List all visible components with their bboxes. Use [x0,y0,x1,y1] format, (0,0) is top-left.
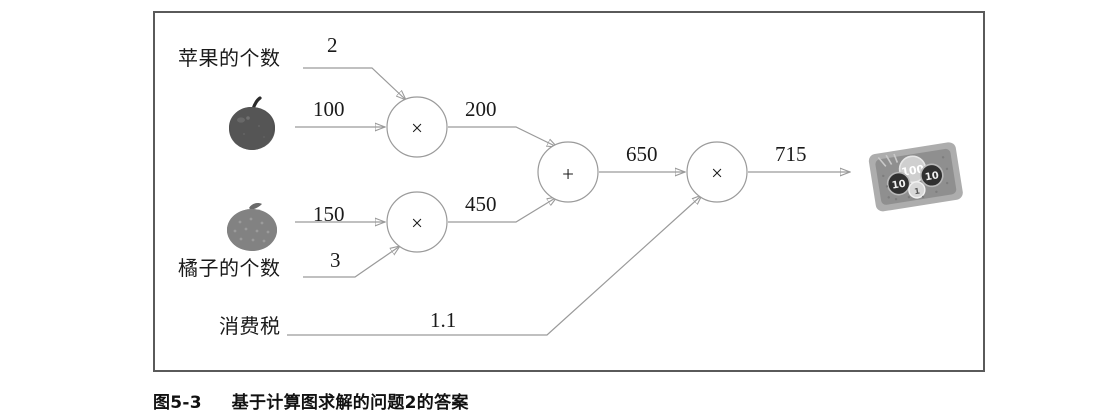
edge-label-apple-subtotal: 200 [465,97,497,121]
edge-label-sum: 650 [626,142,658,166]
edge-label-orange-count: 3 [330,248,341,272]
orange-icon [227,203,277,251]
edge-label-tax-rate: 1.1 [430,308,457,332]
edge-label-result: 715 [775,142,807,166]
coin-tray-icon: 100 10 10 1 [868,142,963,212]
figure-caption-number: 图5-3 [153,393,202,413]
input-label-tax-rate: 消费税 [219,314,281,338]
figure-caption-spacer [208,393,225,413]
svg-text:10: 10 [924,170,940,183]
svg-text:100: 100 [900,162,925,178]
edge-label-orange-subtotal: 450 [465,192,497,216]
input-label-apple-count: 苹果的个数 [178,46,281,70]
edge-label-apple-price: 100 [313,97,345,121]
figure-caption: 图5-3 基于计算图求解的问题2的答案 [153,388,469,413]
figure-caption-text: 基于计算图求解的问题2的答案 [231,393,469,413]
apple-icon [229,96,275,150]
edge-label-apple-count: 2 [327,33,338,57]
input-label-orange-count: 橘子的个数 [178,256,281,280]
svg-text:1: 1 [914,186,921,196]
edge-label-orange-price: 150 [313,202,345,226]
svg-text:10: 10 [891,179,907,192]
